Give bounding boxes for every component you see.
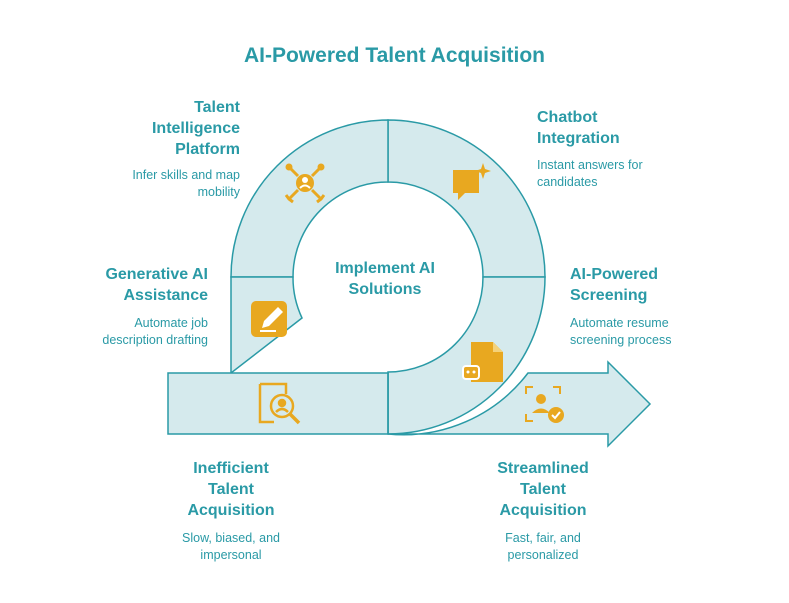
screening-desc: Automate resume screening process	[570, 316, 672, 347]
arrow-right-segment	[387, 360, 652, 448]
streamlined-desc: Fast, fair, and personalized	[505, 531, 581, 562]
document-robot-icon	[462, 342, 503, 382]
center-label: Implement AI Solutions	[335, 260, 435, 298]
inefficient-heading: Inefficient Talent Acquisition	[187, 460, 275, 519]
search-person-icon	[258, 382, 301, 425]
generative-heading: Generative AI Assistance	[105, 266, 208, 304]
talent-intelligence-heading: Talent Intelligence Platform	[151, 99, 240, 158]
network-person-icon	[284, 163, 326, 204]
screening-heading: AI-Powered Screening	[570, 266, 659, 304]
diagram-title: AI-Powered Talent Acquisition	[243, 44, 546, 67]
chatbot-heading: Chatbot Integration	[537, 109, 620, 147]
generative-desc: Automate job description drafting	[102, 316, 208, 347]
user-check-icon	[525, 386, 564, 423]
inefficient-desc: Slow, biased, and impersonal	[182, 531, 280, 562]
streamlined-heading: Streamlined Talent Acquisition	[497, 460, 589, 519]
chat-sparkle-icon	[453, 163, 491, 200]
ring-segment-chatbot	[387, 119, 546, 278]
chatbot-desc: Instant answers for candidates	[537, 158, 643, 189]
talent-intelligence-desc: Infer skills and map mobility	[132, 168, 240, 199]
loop-ring	[230, 119, 546, 435]
edit-pencil-icon	[251, 301, 287, 337]
ring-segment-talent-intelligence	[230, 119, 389, 278]
